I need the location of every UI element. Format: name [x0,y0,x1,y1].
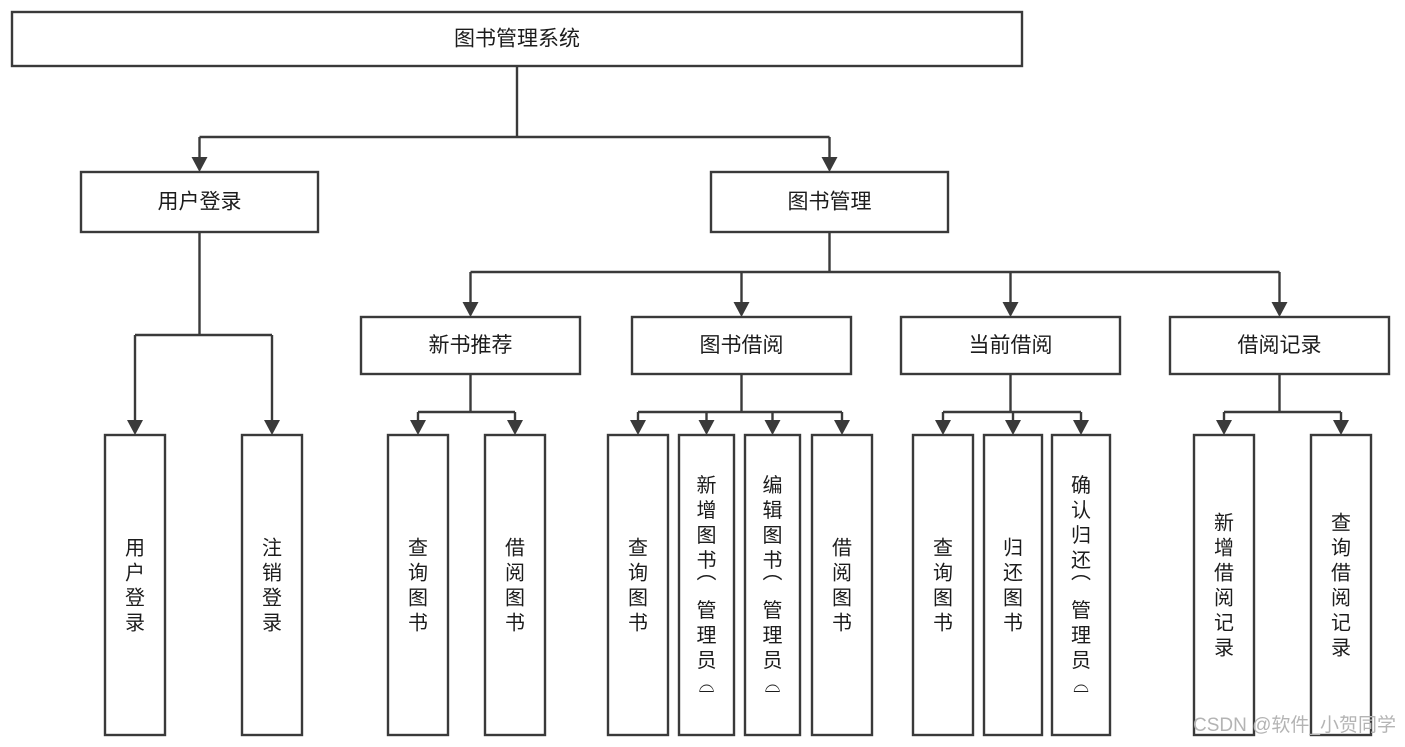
node-boxes: 图书管理系统用户登录图书管理用户登录注销登录新书推荐查询图书借阅图书图书借阅查询… [10,10,1391,737]
node-box-edit-book-admin [743,433,802,737]
node-box-borrow-record [1168,315,1391,376]
node-current-borrow[interactable]: 当前借阅 [899,315,1122,376]
drop-book-manage-arrowhead [821,157,838,172]
drop-query-book-2-arrowhead [630,420,646,435]
node-add-book-admin[interactable]: 新增图书⌒管理员⌓ [677,433,736,737]
node-box-book-borrow [630,315,853,376]
node-box-add-book-admin [677,433,736,737]
node-query-borrow-record[interactable]: 查询借阅记录 [1309,433,1373,737]
drop-add-borrow-record-arrowhead [1216,420,1232,435]
node-book-borrow[interactable]: 图书借阅 [630,315,853,376]
connector-lines [127,66,1349,435]
drop-user-login-do-arrowhead [127,420,143,435]
node-box-user-login-do [103,433,167,737]
node-label-confirm-return-admin: 确认归还⌒管理员⌓ [1071,474,1091,697]
node-label-return-book: 归还图书 [1003,537,1023,635]
node-add-borrow-record[interactable]: 新增借阅记录 [1192,433,1256,737]
node-box-query-book-3 [911,433,975,737]
node-query-book-2[interactable]: 查询图书 [606,433,670,737]
drop-query-borrow-record-arrowhead [1333,420,1349,435]
node-user-logout[interactable]: 注销登录 [240,433,304,737]
node-box-borrow-book-1 [483,433,547,737]
drop-user-login-arrowhead [191,157,208,172]
node-label-borrow-record: 借阅记录 [1238,334,1322,357]
drop-edit-book-admin-arrowhead [764,420,781,435]
node-box-current-borrow [899,315,1122,376]
node-label-new-book-recommend: 新书推荐 [429,334,513,357]
drop-new-book-recommend-arrowhead [462,302,479,317]
drop-query-book-1-arrowhead [410,420,426,435]
drop-borrow-book-1-arrowhead [507,420,523,435]
drop-borrow-book-2-arrowhead [834,420,850,435]
drop-user-logout-arrowhead [264,420,280,435]
drop-return-book-arrowhead [1005,420,1021,435]
node-box-confirm-return-admin [1050,433,1112,737]
node-label-borrow-book-2: 借阅图书 [832,537,852,635]
node-new-book-recommend[interactable]: 新书推荐 [359,315,582,376]
node-box-user-logout [240,433,304,737]
node-box-user-login [79,170,320,234]
drop-book-borrow-arrowhead [733,302,750,317]
node-label-query-book-1: 查询图书 [408,537,428,635]
node-box-book-manage [709,170,950,234]
drop-borrow-record-arrowhead [1271,302,1288,317]
node-edit-book-admin[interactable]: 编辑图书⌒管理员⌓ [743,433,802,737]
node-user-login[interactable]: 用户登录 [79,170,320,234]
node-box-query-book-1 [386,433,450,737]
node-label-user-logout: 注销登录 [262,537,282,635]
node-borrow-book-2[interactable]: 借阅图书 [810,433,874,737]
node-box-query-book-2 [606,433,670,737]
node-user-login-do[interactable]: 用户登录 [103,433,167,737]
node-label-query-book-3: 查询图书 [933,537,953,635]
node-label-user-login: 用户登录 [158,191,242,214]
node-label-user-login-do: 用户登录 [125,538,145,635]
node-label-root: 图书管理系统 [454,28,580,51]
node-query-book-3[interactable]: 查询图书 [911,433,975,737]
node-box-add-borrow-record [1192,433,1256,737]
node-confirm-return-admin[interactable]: 确认归还⌒管理员⌓ [1050,433,1112,737]
drop-query-book-3-arrowhead [935,420,951,435]
node-book-manage[interactable]: 图书管理 [709,170,950,234]
node-label-query-borrow-record: 查询借阅记录 [1331,512,1351,660]
node-label-add-book-admin: 新增图书⌒管理员⌓ [697,474,717,697]
drop-confirm-return-admin-arrowhead [1073,420,1089,435]
node-label-book-manage: 图书管理 [788,191,872,214]
csdn-watermark: CSDN @软件_小贺同学 [1193,714,1396,736]
node-label-current-borrow: 当前借阅 [969,334,1053,357]
node-label-edit-book-admin: 编辑图书⌒管理员⌓ [763,474,783,697]
node-box-borrow-book-2 [810,433,874,737]
node-box-query-borrow-record [1309,433,1373,737]
node-label-borrow-book-1: 借阅图书 [505,537,525,635]
node-return-book[interactable]: 归还图书 [982,433,1044,737]
node-query-book-1[interactable]: 查询图书 [386,433,450,737]
node-box-new-book-recommend [359,315,582,376]
node-box-return-book [982,433,1044,737]
node-label-add-borrow-record: 新增借阅记录 [1214,512,1234,660]
drop-add-book-admin-arrowhead [698,420,715,435]
node-borrow-record[interactable]: 借阅记录 [1168,315,1391,376]
node-box-root [10,10,1024,68]
node-label-book-borrow: 图书借阅 [700,334,784,357]
node-borrow-book-1[interactable]: 借阅图书 [483,433,547,737]
drop-current-borrow-arrowhead [1002,302,1019,317]
node-label-query-book-2: 查询图书 [628,537,648,635]
node-root[interactable]: 图书管理系统 [10,10,1024,68]
